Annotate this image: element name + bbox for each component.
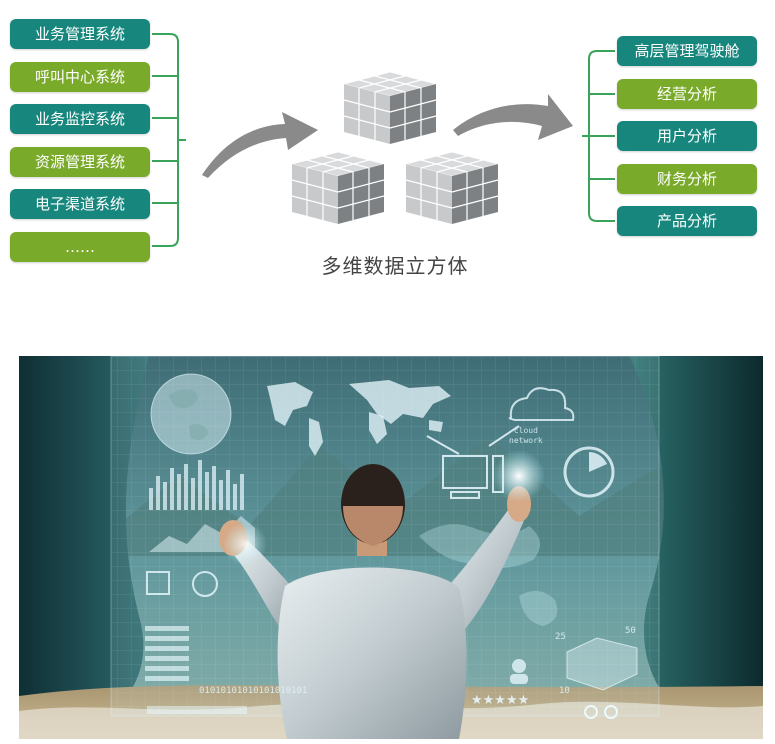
hud-number-10: 10: [559, 686, 570, 696]
cloud-icon: [508, 387, 575, 421]
man-figure: [219, 464, 531, 739]
globe-small-icon: [192, 571, 218, 597]
hud-number-50: 50: [625, 626, 636, 636]
left-bracket: [152, 33, 186, 247]
cube-bottom-left: [291, 151, 385, 225]
qr-code-icon: [146, 571, 170, 595]
cube-bottom-right: [405, 151, 499, 225]
holographic-interface-photo: ★★★★★ cloud network 01010101010101010101…: [19, 356, 763, 739]
photo-illustration: ★★★★★: [19, 356, 763, 739]
user-icon: [512, 659, 526, 673]
source-system-box: ……: [10, 231, 150, 262]
right-arrow: [453, 94, 573, 140]
source-system-box: 呼叫中心系统: [10, 61, 150, 92]
left-arrow: [202, 112, 318, 178]
data-cube-diagram: 业务管理系统呼叫中心系统业务监控系统资源管理系统电子渠道系统 …… 高层管理驾驶舱…: [0, 0, 775, 300]
analysis-output-box: 高层管理驾驶舱: [617, 36, 757, 66]
zoom-out-icon: [604, 705, 618, 719]
analysis-output-box: 财务分析: [617, 163, 757, 194]
hud-cloud-label: cloud network: [509, 426, 543, 445]
cube-top: [343, 71, 437, 145]
hud-bar-chart-graphic: [149, 460, 244, 510]
hud-3d-chart-graphic: [566, 637, 638, 691]
source-system-box: 业务管理系统: [10, 19, 150, 49]
source-system-box: 电子渠道系统: [10, 189, 150, 219]
source-system-box: 业务监控系统: [10, 104, 150, 134]
source-system-box: 资源管理系统: [10, 146, 150, 177]
diagram-graphics: [152, 33, 615, 247]
hud-binary-text: 01010101010101010101: [199, 686, 308, 696]
hud-number-25: 25: [555, 632, 566, 642]
analysis-output-box: 用户分析: [617, 121, 757, 151]
star-rating-icons: ★★★★★: [471, 693, 529, 708]
analysis-output-box: 产品分析: [617, 206, 757, 236]
cube-label: 多维数据立方体: [321, 254, 469, 278]
computer-icon: [426, 425, 520, 499]
zoom-in-icon: [584, 705, 598, 719]
analysis-output-box: 经营分析: [617, 78, 757, 109]
right-bracket: [582, 50, 615, 222]
globe-icon: [150, 373, 232, 455]
pie-chart-icon: [563, 446, 615, 498]
